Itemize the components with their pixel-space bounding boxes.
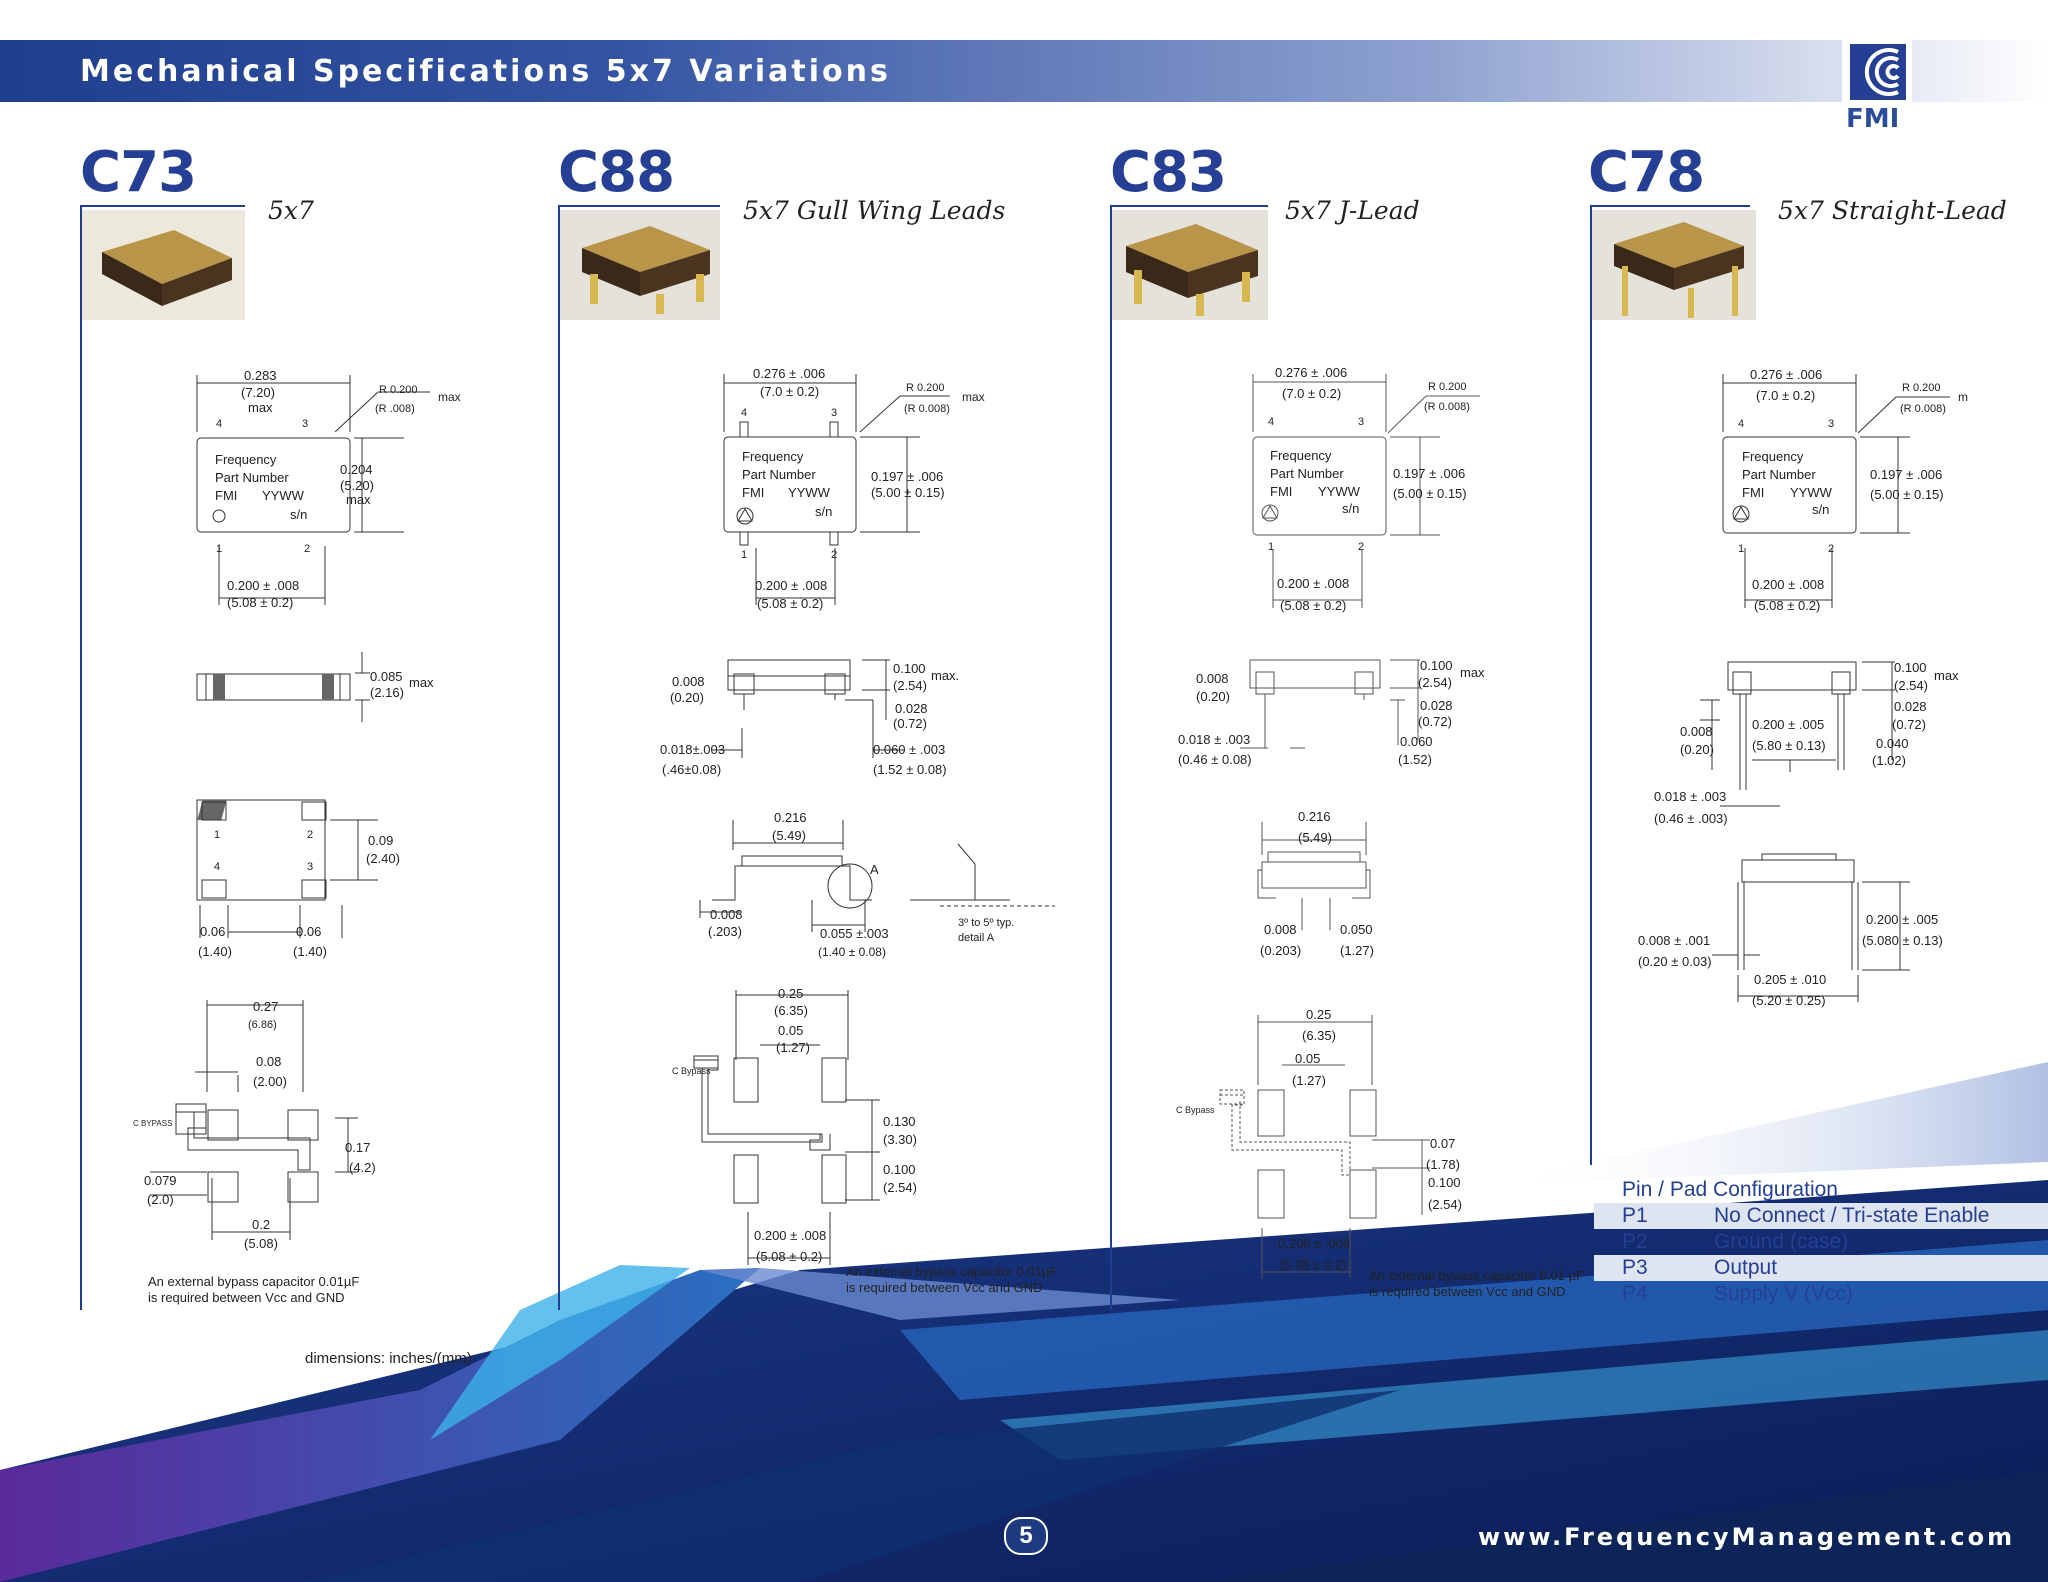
pin-config-title: Pin / Pad Configuration bbox=[1622, 1178, 1838, 1201]
note-line: An external bypass capacitor 0.01µF bbox=[148, 1274, 360, 1289]
product-photo-c88 bbox=[560, 210, 720, 320]
logo-text: FMI bbox=[1846, 104, 1900, 134]
pin-row-p3: P3 Output bbox=[1594, 1255, 2048, 1281]
note-line: An external bypass capacitor 0.01 µF bbox=[1369, 1268, 1584, 1283]
product-photo-c78 bbox=[1592, 210, 1756, 320]
column-rule bbox=[1110, 205, 1268, 207]
pin-id: P3 bbox=[1622, 1256, 1648, 1279]
pin-id: P4 bbox=[1622, 1282, 1648, 1305]
product-code: C88 bbox=[558, 140, 675, 205]
pin-id: P1 bbox=[1622, 1204, 1648, 1227]
pin-row-p1: P1 No Connect / Tri-state Enable bbox=[1594, 1203, 2048, 1229]
product-subtitle: 5x7 J-Lead bbox=[1285, 196, 1420, 225]
column-rule bbox=[80, 205, 82, 1310]
column-rule bbox=[558, 205, 560, 1310]
pin-row-p4: P4 Supply V (Vcc) bbox=[1594, 1281, 2048, 1307]
pin-desc: Supply V (Vcc) bbox=[1714, 1282, 1853, 1305]
pin-row-p2: P2 Ground (case) bbox=[1594, 1229, 2048, 1255]
pin-desc: Output bbox=[1714, 1256, 1778, 1279]
dimensions-note: dimensions: inches/(mm) bbox=[305, 1350, 472, 1367]
header-bar bbox=[0, 40, 2048, 102]
note-line: is required between Vcc and GND bbox=[846, 1280, 1043, 1295]
fmi-logo-icon bbox=[1842, 38, 1912, 130]
note-line: is required between Vcc and GND bbox=[148, 1290, 345, 1305]
product-photo-c73 bbox=[82, 210, 245, 320]
product-code: C73 bbox=[80, 140, 197, 205]
c88-bypass-note: An external bypass capacitor 0.01µF is r… bbox=[846, 1264, 1057, 1296]
pin-desc: Ground (case) bbox=[1714, 1230, 1849, 1253]
column-rule bbox=[1590, 205, 1750, 207]
product-subtitle: 5x7 Straight-Lead bbox=[1778, 196, 2007, 225]
pin-desc: No Connect / Tri-state Enable bbox=[1714, 1204, 1990, 1227]
c83-bypass-note: An external bypass capacitor 0.01 µF is … bbox=[1369, 1268, 1584, 1300]
page-number: 5 bbox=[1004, 1517, 1048, 1555]
pin-id: P2 bbox=[1622, 1230, 1648, 1253]
product-photo-c83 bbox=[1112, 210, 1268, 320]
column-rule bbox=[1110, 205, 1112, 1310]
column-rule bbox=[80, 205, 245, 207]
product-code: C83 bbox=[1110, 140, 1227, 205]
column-rule bbox=[558, 205, 720, 207]
column-rule bbox=[1590, 205, 1592, 1165]
note-line: is required between Vcc and GND bbox=[1369, 1284, 1566, 1299]
footer-url[interactable]: www.FrequencyManagement.com bbox=[1478, 1523, 2016, 1551]
product-subtitle: 5x7 bbox=[268, 196, 314, 225]
note-line: An external bypass capacitor 0.01µF bbox=[846, 1264, 1058, 1279]
page-title: Mechanical Specifications 5x7 Variations bbox=[80, 54, 891, 89]
product-subtitle: 5x7 Gull Wing Leads bbox=[743, 196, 1006, 225]
c73-bypass-note: An external bypass capacitor 0.01µF is r… bbox=[148, 1274, 359, 1306]
product-code: C78 bbox=[1588, 140, 1705, 205]
